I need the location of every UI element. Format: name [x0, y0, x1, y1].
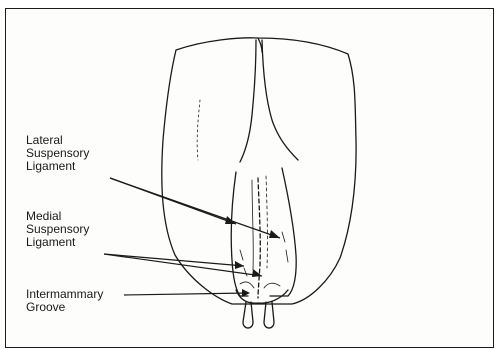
pointer-lateral-2 [110, 178, 280, 238]
label-line: Ligament [26, 160, 89, 173]
body-outline [162, 38, 356, 304]
label-line: Groove [26, 301, 103, 314]
arrowhead-lateral-2 [269, 230, 280, 238]
label-lateral-suspensory-ligament: Lateral Suspensory Ligament [26, 134, 89, 173]
label-medial-suspensory-ligament: Medial Suspensory Ligament [26, 210, 89, 249]
medial-seam [258, 178, 260, 298]
udder-right-quarter [270, 168, 296, 296]
pointer-groove [124, 293, 248, 295]
arrowhead-medial-2 [252, 269, 262, 277]
label-intermammary-groove: Intermammary Groove [26, 288, 103, 314]
tail-line-left [240, 40, 256, 162]
teat-right [264, 302, 274, 328]
tail-line-right [262, 40, 298, 160]
arrowhead-lateral-1 [225, 216, 236, 224]
udder-left-quarter [231, 172, 248, 296]
arrowhead-medial-1 [235, 261, 244, 269]
label-line: Ligament [26, 236, 89, 249]
teat-left [243, 302, 253, 328]
